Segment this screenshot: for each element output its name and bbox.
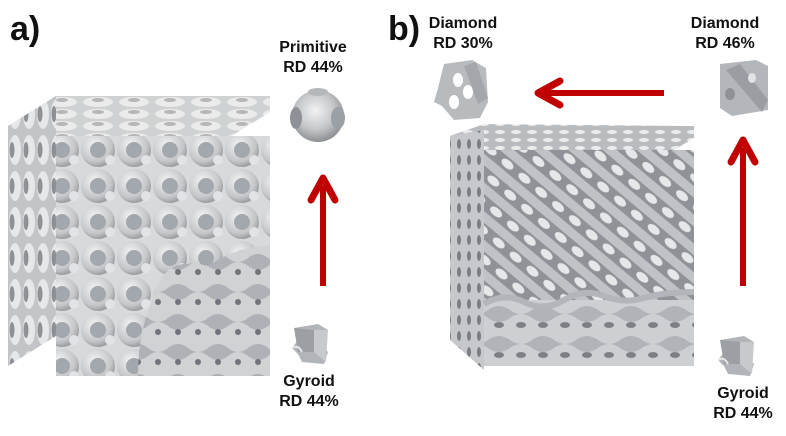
primitive-unit-cell-icon [290, 88, 345, 142]
diamond-46-caption: Diamond RD 46% [670, 14, 780, 54]
gyroid-b-rd: RD 44% [713, 405, 773, 422]
diamond-30-name: Diamond [428, 15, 498, 32]
primitive-caption: Primitive RD 44% [258, 38, 368, 78]
gyroid-unit-cell-icon [291, 324, 328, 364]
lattice-cube-b-graphic [450, 124, 695, 370]
primitive-rd: RD 44% [283, 59, 343, 76]
diamond-46-rd: RD 46% [695, 35, 755, 52]
gyroid-a-caption: Gyroid RD 44% [254, 372, 364, 412]
primitive-name: Primitive [279, 39, 347, 56]
panel-a-label: a) [10, 10, 41, 48]
arrow-up-icon [727, 136, 759, 286]
diamond-30-rd: RD 30% [433, 35, 493, 52]
lattice-cube-a-graphic [8, 96, 270, 376]
diamond-46-name: Diamond [690, 15, 760, 32]
gyroid-a-name: Gyroid [283, 373, 335, 390]
gyroid-a-rd: RD 44% [279, 393, 339, 410]
arrow-up-icon [307, 174, 339, 286]
gyroid-unit-cell-icon [717, 336, 754, 376]
gyroid-b-caption: Gyroid RD 44% [688, 384, 786, 424]
gyroid-b-name: Gyroid [717, 385, 769, 402]
panel-b-label: b) [388, 10, 421, 48]
diamond-30-caption: Diamond RD 30% [408, 14, 518, 54]
diamond-46-unit-cell-icon [720, 60, 768, 116]
arrow-left-icon [534, 77, 664, 109]
diamond-30-unit-cell-icon [434, 60, 488, 120]
